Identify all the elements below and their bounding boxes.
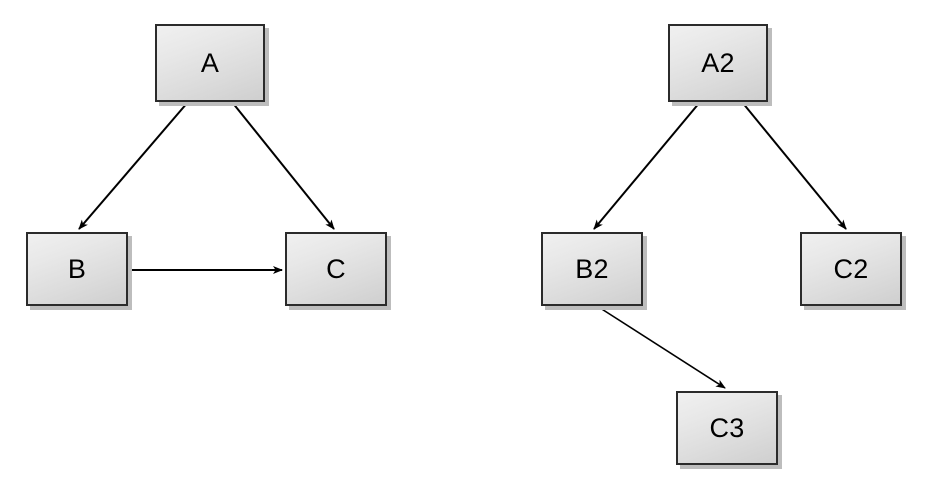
node-a2-label: A2 — [701, 47, 735, 78]
node-a-label: A — [200, 47, 220, 78]
node-a[interactable]: A — [155, 24, 265, 102]
node-c3-label: C3 — [709, 412, 745, 443]
node-b2[interactable]: B2 — [541, 232, 643, 306]
node-b[interactable]: B — [26, 232, 128, 306]
node-b-label: B — [67, 253, 87, 284]
node-c3[interactable]: C3 — [676, 391, 778, 465]
edge-b2-to-c3 — [596, 305, 726, 389]
node-b2-label: B2 — [575, 253, 609, 284]
node-c-label: C — [326, 253, 346, 284]
node-c2[interactable]: C2 — [800, 232, 902, 306]
node-c2-label: C2 — [833, 253, 869, 284]
node-a2[interactable]: A2 — [668, 24, 768, 102]
edge-a2-to-b2 — [593, 101, 701, 230]
edge-a2-to-c2 — [741, 101, 847, 230]
edge-a-to-b — [78, 101, 189, 230]
edge-a-to-c — [231, 101, 335, 230]
node-c[interactable]: C — [285, 232, 387, 306]
